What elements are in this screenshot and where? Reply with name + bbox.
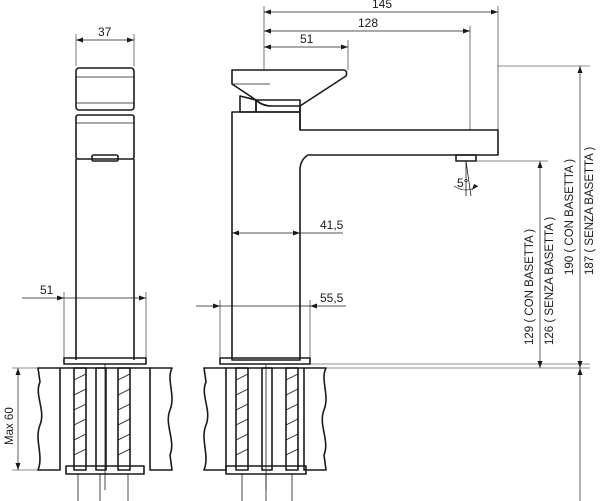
dim-front-base: 51 xyxy=(40,283,54,297)
side-handle xyxy=(231,69,348,107)
side-horizontal-dimensions: 145 128 51 41,5 55,5 5° xyxy=(196,0,499,358)
dim-total-height-with-base: 190 ( CON BASETTA ) xyxy=(564,159,576,275)
front-counter-section xyxy=(37,367,173,501)
dim-base-width: 55,5 xyxy=(320,291,344,305)
front-view xyxy=(63,67,147,490)
dim-front-width: 37 xyxy=(98,25,112,39)
dim-spout-length: 128 xyxy=(358,16,378,30)
dim-total-height-without-base: 187 ( SENZA BASETTA ) xyxy=(584,147,596,275)
front-handle xyxy=(75,67,135,111)
side-aerator xyxy=(455,154,477,162)
side-counter-section xyxy=(203,367,327,501)
dim-handle-length: 51 xyxy=(300,32,314,46)
dim-body-width: 41,5 xyxy=(320,218,344,232)
side-vertical-dimensions: 129 ( CON BASETTA ) 126 ( SENZA BASETTA … xyxy=(310,65,596,501)
side-body-spout xyxy=(231,111,499,361)
side-base xyxy=(219,357,311,365)
dim-spout-angle: 5° xyxy=(457,176,469,190)
dim-spout-height-with-base: 129 ( CON BASETTA ) xyxy=(524,229,536,345)
dim-spout-height-without-base: 126 ( SENZA BASETTA ) xyxy=(544,217,556,345)
dim-total-length: 145 xyxy=(372,0,392,11)
front-dimensions: 37 51 Max 60 xyxy=(4,25,147,471)
dim-max-thickness: Max 60 xyxy=(4,407,16,445)
front-cartridge xyxy=(75,114,135,160)
front-aerator xyxy=(91,154,119,162)
